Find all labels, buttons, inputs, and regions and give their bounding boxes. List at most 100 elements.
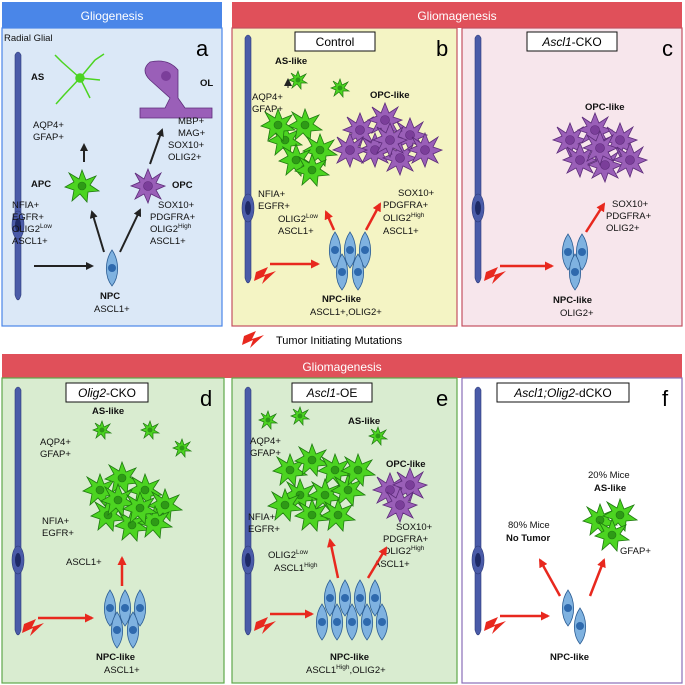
c-arrows xyxy=(500,202,606,271)
c-marker-olig2: OLIG2+ xyxy=(606,223,640,234)
opc-label: OPC xyxy=(172,180,193,191)
c-npc-like-label: NPC-like xyxy=(553,295,592,306)
c-opc-like-label: OPC-like xyxy=(585,102,625,113)
panel-e-letter: e xyxy=(436,386,448,411)
e-marker-nfia: NFIA+ xyxy=(248,512,276,523)
f-mice-80: 80% Mice xyxy=(508,520,550,531)
d-marker-nfia: NFIA+ xyxy=(42,516,70,527)
panel-f-title: Ascl1;Olig2-dCKO xyxy=(513,386,611,400)
e-marker-olig2-high: OLIG2High xyxy=(383,545,425,557)
panel-a-letter: a xyxy=(196,36,209,61)
panel-d-title-box xyxy=(65,382,149,403)
mutation-legend: Tumor Initiating Mutations xyxy=(276,335,403,347)
b-marker-ascl1-left: ASCL1+ xyxy=(278,226,314,237)
opc-cell xyxy=(130,168,166,204)
d-marker-ascl1: ASCL1+ xyxy=(66,557,102,568)
panel-f-letter: f xyxy=(662,386,669,411)
e-marker-sox10: SOX10+ xyxy=(396,522,433,533)
apc-marker-nfia: NFIA+ xyxy=(12,200,40,211)
f-no-tumor: No Tumor xyxy=(506,533,550,544)
opc-marker-olig2: OLIG2High xyxy=(150,223,192,235)
panel-c-title-box xyxy=(526,31,618,52)
radial-glial-label: Radial Glial xyxy=(4,33,53,44)
panel-b-title-box xyxy=(294,31,376,52)
as-marker-aqp4: AQP4+ xyxy=(33,120,64,131)
ol-label: OL xyxy=(200,78,213,89)
d-as-marker-aqp4: AQP4+ xyxy=(40,437,71,448)
b-npc-like-label: NPC-like xyxy=(322,294,361,305)
e-arrows xyxy=(270,538,388,619)
as-label: AS xyxy=(31,72,44,83)
e-marker-olig2-low: OLIG2Low xyxy=(268,549,308,561)
f-mice-20: 20% Mice xyxy=(588,470,630,481)
e-as-marker-gfap: GFAP+ xyxy=(250,448,281,459)
f-as-like-label: AS-like xyxy=(594,483,626,494)
f-gfap-marker: GFAP+ xyxy=(620,546,651,557)
e-marker-ascl1-right: ASCL1+ xyxy=(374,559,410,570)
opc-marker-sox10: SOX10+ xyxy=(158,200,195,211)
panel-a-arrows xyxy=(34,128,164,270)
panel-f-title-box xyxy=(496,382,630,403)
d-npc-like-label: NPC-like xyxy=(96,652,135,663)
panel-f xyxy=(461,377,683,684)
d-as-marker-gfap: GFAP+ xyxy=(40,449,71,460)
panel-b-title: Control xyxy=(316,35,355,49)
as-cell xyxy=(54,53,105,105)
ol-marker-mbp: MBP+ xyxy=(178,116,205,127)
panel-e-title: Ascl1-OE xyxy=(306,386,358,400)
npc-marker: ASCL1+ xyxy=(94,304,130,315)
e-opc-like-label: OPC-like xyxy=(386,459,426,470)
gliomagenesis-title-top: Gliomagenesis xyxy=(417,9,496,23)
b-npc-markers: ASCL1+,OLIG2+ xyxy=(310,307,382,318)
panel-e xyxy=(231,377,458,684)
d-npc-marker: ASCL1+ xyxy=(104,665,140,676)
panel-c-letter: c xyxy=(662,36,673,61)
b-opc-like-label: OPC-like xyxy=(370,90,410,101)
d-marker-egfr: EGFR+ xyxy=(42,528,74,539)
b-marker-ascl1-right: ASCL1+ xyxy=(383,226,419,237)
e-npc-like-label: NPC-like xyxy=(330,652,369,663)
ol-marker-sox10: SOX10+ xyxy=(168,140,205,151)
b-as-marker-gfap: GFAP+ xyxy=(252,104,283,115)
b-marker-olig2-high: OLIG2High xyxy=(383,212,425,224)
b-as-like-label: AS-like xyxy=(275,56,307,67)
f-npc-like-label: NPC-like xyxy=(550,652,589,663)
c-marker-sox10: SOX10+ xyxy=(612,199,649,210)
gliogenesis-header xyxy=(2,2,222,28)
apc-marker-egfr: EGFR+ xyxy=(12,212,44,223)
b-marker-nfia: NFIA+ xyxy=(258,189,286,200)
c-marker-pdgfra: PDGFRA+ xyxy=(606,211,652,222)
b-as-marker-aqp4: AQP4+ xyxy=(252,92,283,103)
apc-marker-olig2: OLIG2Low xyxy=(12,223,52,235)
b-marker-pdgfra: PDGFRA+ xyxy=(383,200,429,211)
apc-marker-ascl1: ASCL1+ xyxy=(12,236,48,247)
ol-marker-mag: MAG+ xyxy=(178,128,206,139)
b-marker-egfr: EGFR+ xyxy=(258,201,290,212)
e-as-like-label: AS-like xyxy=(348,416,380,427)
b-marker-sox10: SOX10+ xyxy=(398,188,435,199)
e-marker-egfr: EGFR+ xyxy=(248,524,280,535)
d-arrows xyxy=(38,556,127,623)
e-marker-ascl1-high: ASCL1High xyxy=(274,562,318,574)
legend-bolt xyxy=(242,331,264,348)
e-marker-pdgfra: PDGFRA+ xyxy=(383,534,429,545)
as-marker-gfap: GFAP+ xyxy=(33,132,64,143)
apc-label: APC xyxy=(31,179,51,190)
panel-d-title: Olig2-CKO xyxy=(78,386,136,400)
gliomagenesis-title-bottom: Gliomagenesis xyxy=(302,360,381,374)
e-as-marker-aqp4: AQP4+ xyxy=(250,436,281,447)
panel-d-letter: d xyxy=(200,386,212,411)
opc-marker-pdgfra: PDGFRA+ xyxy=(150,212,196,223)
e-npc-markers: ASCL1High,OLIG2+ xyxy=(306,664,386,676)
gliomagenesis-header-top xyxy=(232,2,682,28)
gliogenesis-title: Gliogenesis xyxy=(81,9,144,23)
ol-cell xyxy=(139,60,213,119)
f-arrows xyxy=(500,558,606,621)
npc-label: NPC xyxy=(100,291,120,302)
d-as-like-label: AS-like xyxy=(92,406,124,417)
b-marker-olig2-low: OLIG2Low xyxy=(278,213,318,225)
ol-marker-olig2: OLIG2+ xyxy=(168,152,202,163)
panel-b-letter: b xyxy=(436,36,448,61)
